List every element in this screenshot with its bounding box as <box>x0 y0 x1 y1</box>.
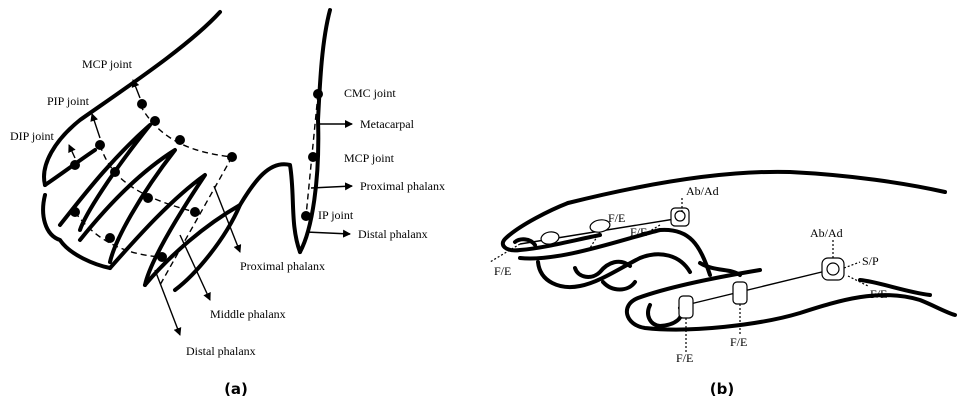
label-distal-phalanx: Distal phalanx <box>186 344 256 358</box>
label-fe-index-mid: F/E <box>608 211 625 225</box>
label-ab-ad-thumb: Ab/Ad <box>810 226 843 240</box>
label-ab-ad-index: Ab/Ad <box>686 184 719 198</box>
label-pip-joint: PIP joint <box>47 94 90 108</box>
joint-dot <box>175 135 185 145</box>
arrow-middle-phalanx <box>180 235 210 300</box>
joint-dot <box>95 140 105 150</box>
label-cmc-joint: CMC joint <box>344 86 396 100</box>
joint-dot <box>137 99 147 109</box>
arrow-distal-phalanx <box>155 270 180 335</box>
arrows-a <box>69 80 352 335</box>
arrow-pip <box>92 114 100 138</box>
label-dip-joint: DIP joint <box>10 129 55 143</box>
joint-dot <box>143 193 153 203</box>
thumb-mcp-joint <box>733 282 747 304</box>
joint-dot-cmc <box>313 89 323 99</box>
panel-b: Ab/Ad F/E F/E F/E Ab/Ad S/P F/E F/E F/E … <box>490 172 955 398</box>
label-mcp-joint: MCP joint <box>82 57 133 71</box>
label-thumb-mcp-joint: MCP joint <box>344 151 395 165</box>
joint-dot <box>227 152 237 162</box>
joint-dot <box>105 233 115 243</box>
thumb-cmc-cap <box>827 263 839 275</box>
joint-dot <box>110 167 120 177</box>
joint-dot <box>70 207 80 217</box>
index-mcp-cap <box>675 211 685 221</box>
label-fe-index-dip: F/E <box>494 264 511 278</box>
label-proximal-phalanx: Proximal phalanx <box>240 259 325 273</box>
caption-b: (b) <box>710 380 734 398</box>
hand-outline-b <box>503 172 955 330</box>
joint-dot-ip <box>301 211 311 221</box>
label-middle-phalanx: Middle phalanx <box>210 307 286 321</box>
joint-dot <box>70 160 80 170</box>
arrow-dip <box>69 145 75 158</box>
joint-curve-mcp <box>140 105 232 157</box>
caption-a: (a) <box>224 380 248 398</box>
label-distal-phalanx-thumb: Distal phalanx <box>358 227 428 241</box>
joint-dot <box>157 252 167 262</box>
label-fe-thumb-base: F/E <box>870 287 887 301</box>
finger-line <box>160 157 232 285</box>
joint-dot <box>190 207 200 217</box>
arrow-distal-phalanx-thumb <box>306 232 350 234</box>
label-proximal-phalanx-thumb: Proximal phalanx <box>360 179 445 193</box>
label-fe-thumb-mcp: F/E <box>730 335 747 349</box>
thumb-link <box>686 270 830 305</box>
label-sp-thumb: S/P <box>862 254 879 268</box>
thumb-ip-joint <box>679 296 693 318</box>
joint-dot-mcp <box>308 152 318 162</box>
label-fe-index-pip: F/E <box>630 225 647 239</box>
joint-dot <box>150 116 160 126</box>
label-fe-thumb-ip: F/E <box>676 351 693 365</box>
label-metacarpal: Metacarpal <box>360 117 415 131</box>
label-ip-joint: IP joint <box>318 208 354 222</box>
panel-a: MCP joint PIP joint DIP joint CMC joint … <box>10 10 445 398</box>
